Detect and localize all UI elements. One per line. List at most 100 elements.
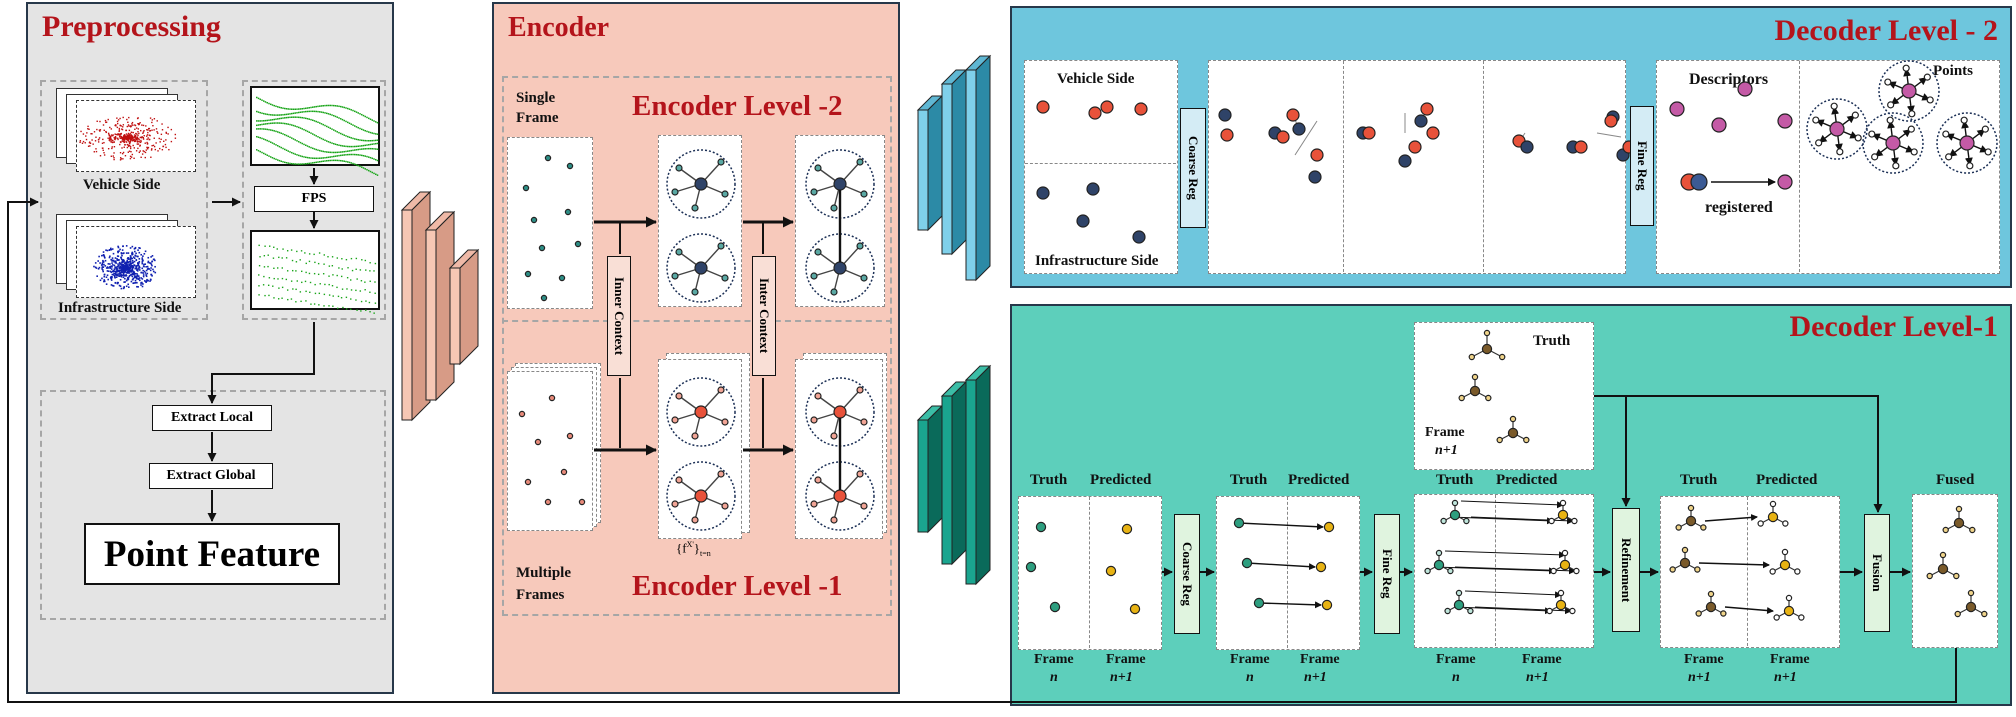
truth-node-leaf xyxy=(1440,517,1447,525)
cloud-point xyxy=(137,249,139,251)
cloud-point xyxy=(271,104,274,106)
cloud-point xyxy=(146,146,148,149)
cloud-point xyxy=(270,119,272,121)
cloud-point xyxy=(256,149,258,151)
cloud-point xyxy=(99,120,101,123)
descriptor-leaf xyxy=(1854,134,1862,142)
cloud-point xyxy=(310,303,312,305)
cloud-point xyxy=(291,151,293,154)
cloud-point xyxy=(296,154,298,156)
cloud-point xyxy=(331,114,333,116)
cloud-point xyxy=(369,143,372,146)
cloud-point xyxy=(105,130,107,133)
cloud-point xyxy=(341,133,344,136)
cloud-point xyxy=(304,280,307,283)
cloud-point xyxy=(361,113,363,116)
cloud-point xyxy=(125,285,128,288)
cloud-point xyxy=(310,162,312,164)
cloud-point xyxy=(348,153,351,156)
cloud-point xyxy=(290,249,293,251)
cloud-point xyxy=(345,145,347,148)
cloud-point xyxy=(137,275,140,277)
cloud-point xyxy=(303,156,305,158)
cloud-point xyxy=(128,136,130,138)
cloud-point xyxy=(324,283,326,286)
cloud-point xyxy=(106,270,109,272)
descriptor-leaf xyxy=(1907,125,1915,133)
cloud-point xyxy=(295,301,297,303)
cloud-point xyxy=(285,257,288,259)
cloud-point xyxy=(127,265,129,267)
cloud-point xyxy=(336,159,338,162)
cloud-point xyxy=(119,133,121,135)
dec2-input-divider xyxy=(1025,163,1176,164)
cloud-point xyxy=(136,273,138,275)
cloud-point xyxy=(306,145,309,147)
cloud-point xyxy=(305,117,307,120)
node xyxy=(544,154,552,162)
pred-node-leaf xyxy=(1798,614,1805,621)
cloud-point xyxy=(125,252,128,254)
cloud-point xyxy=(120,267,122,269)
cloud-point xyxy=(110,138,112,141)
cloud-point xyxy=(296,280,298,282)
cloud-point xyxy=(350,289,353,291)
cloud-point xyxy=(345,160,347,163)
fused-node-leaf xyxy=(1939,551,1947,559)
cloud-point xyxy=(264,128,267,130)
cloud-point xyxy=(375,133,377,135)
cloud-point xyxy=(115,276,118,279)
cloud-point xyxy=(351,269,354,272)
cloud-point xyxy=(147,261,149,264)
cloud-point xyxy=(305,271,307,274)
cloud-point xyxy=(167,133,169,135)
infra-point xyxy=(1036,186,1050,200)
cloud-point xyxy=(140,156,142,158)
matched-point xyxy=(1362,126,1376,140)
cloud-point xyxy=(141,257,144,259)
cloud-point xyxy=(273,130,275,132)
enc-graph-l2-a xyxy=(658,135,742,307)
enc-graph-l1-b xyxy=(795,359,883,539)
cloud-point xyxy=(151,275,153,277)
match-line xyxy=(1294,120,1318,156)
cloud-point xyxy=(361,154,363,157)
pred-node-hub xyxy=(1783,605,1795,617)
cloud-point xyxy=(151,260,154,263)
inner-context-label: Inner Context xyxy=(612,276,627,356)
cloud-point xyxy=(284,161,286,164)
cloud-point xyxy=(147,131,149,134)
cloud-point xyxy=(156,131,158,133)
cloud-point xyxy=(295,270,297,272)
cloud-point xyxy=(134,264,136,267)
cloud-point xyxy=(343,150,345,153)
cloud-point xyxy=(352,109,354,112)
cloud-point xyxy=(140,284,142,286)
d1-s1-frame-a: Frame xyxy=(1034,652,1074,667)
enc-graph-l1-a xyxy=(658,359,742,539)
cloud-point xyxy=(275,144,277,146)
descriptor-ring xyxy=(1878,60,1940,122)
cloud-point xyxy=(138,132,140,135)
cloud-point xyxy=(146,142,149,145)
cloud-point xyxy=(109,277,112,279)
cloud-point xyxy=(259,128,261,130)
cloud-point xyxy=(258,285,260,287)
cloud-point xyxy=(123,271,125,274)
truth-node-leaf xyxy=(1483,329,1491,337)
point-feature-box: Point Feature xyxy=(84,523,340,585)
cloud-point xyxy=(124,281,126,283)
cloud-point xyxy=(149,278,152,281)
cloud-point xyxy=(362,154,365,157)
truth-node-leaf xyxy=(1669,566,1676,573)
enc-layer-2-side xyxy=(435,210,455,402)
cloud-point xyxy=(327,151,330,153)
d1-stage3-box xyxy=(1414,494,1594,648)
pred-point xyxy=(1323,521,1335,533)
cloud-point xyxy=(292,116,295,118)
inner-context-box: Inner Context xyxy=(607,256,631,376)
cloud-point xyxy=(374,292,376,294)
cloud-point xyxy=(359,154,361,156)
pred-node-leaf xyxy=(1561,549,1569,557)
cloud-point xyxy=(164,143,167,146)
